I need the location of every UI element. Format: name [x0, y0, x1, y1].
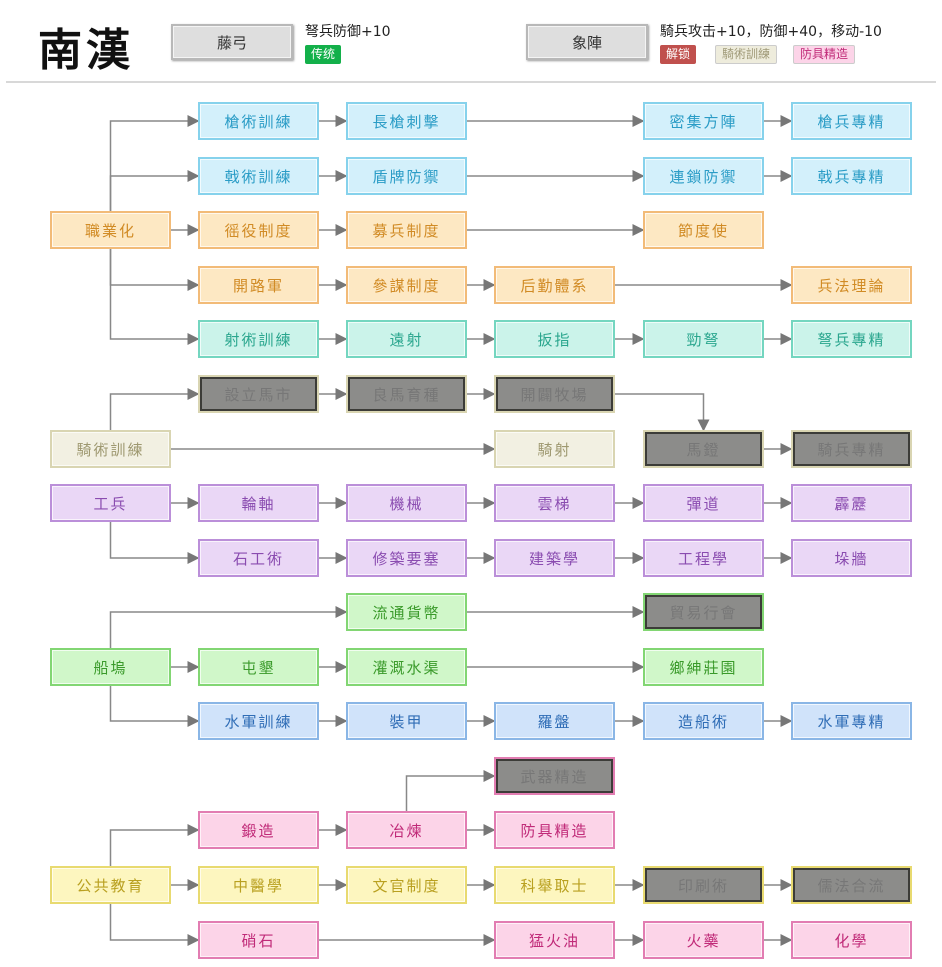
tech-node[interactable]: 騎術訓練: [50, 430, 171, 468]
policy-button-1[interactable]: 藤弓: [171, 24, 293, 60]
tech-node[interactable]: 扳指: [494, 320, 615, 358]
tech-node-locked[interactable]: 騎兵專精: [791, 430, 912, 468]
tech-node[interactable]: 化學: [791, 921, 912, 959]
connector-arrow: [109, 606, 348, 648]
tech-node[interactable]: 徭役制度: [198, 211, 319, 249]
tech-node[interactable]: 水軍訓練: [198, 702, 319, 740]
tech-node[interactable]: 弩兵專精: [791, 320, 912, 358]
unlock-badge: 解锁: [660, 45, 697, 64]
tech-node[interactable]: 射術訓練: [198, 320, 319, 358]
tech-node[interactable]: 船塢: [50, 648, 171, 686]
connector-arrow: [615, 393, 710, 432]
tech-node[interactable]: 流通貨幣: [346, 593, 467, 631]
tech-node[interactable]: 長槍刺擊: [346, 102, 467, 140]
policy-button-2[interactable]: 象陣: [526, 24, 648, 60]
tech-node[interactable]: 戟兵專精: [791, 157, 912, 195]
tech-node[interactable]: 防具精造: [494, 811, 615, 849]
tech-node[interactable]: 硝石: [198, 921, 319, 959]
tech-node[interactable]: 石工術: [198, 539, 319, 577]
tech-node[interactable]: 戟術訓練: [198, 157, 319, 195]
tech-node[interactable]: 機械: [346, 484, 467, 522]
tech-node[interactable]: 灌溉水渠: [346, 648, 467, 686]
tech-node-locked[interactable]: 儒法合流: [791, 866, 912, 904]
tech-node[interactable]: 密集方陣: [643, 102, 764, 140]
tech-node[interactable]: 羅盤: [494, 702, 615, 740]
tech-node[interactable]: 文官制度: [346, 866, 467, 904]
policy-effect-2: 騎兵攻击+10，防御+40，移动-10: [660, 24, 882, 40]
tech-node-locked[interactable]: 良馬育種: [346, 375, 467, 413]
tech-node[interactable]: 裝甲: [346, 702, 467, 740]
requirement-badge-riding[interactable]: 騎術訓練: [715, 45, 778, 64]
tech-node[interactable]: 冶煉: [346, 811, 467, 849]
tech-node[interactable]: 槍兵專精: [791, 102, 912, 140]
requirement-badge-armor[interactable]: 防具精造: [793, 45, 856, 64]
tech-node-locked[interactable]: 貿易行會: [643, 593, 764, 631]
tech-node[interactable]: 參謀制度: [346, 266, 467, 304]
tech-node[interactable]: 開路軍: [198, 266, 319, 304]
connector-arrow: [109, 824, 200, 866]
tech-node[interactable]: 工程學: [643, 539, 764, 577]
tech-node[interactable]: 科舉取士: [494, 866, 615, 904]
tech-node[interactable]: 屯墾: [198, 648, 319, 686]
tech-node[interactable]: 公共教育: [50, 866, 171, 904]
tech-node[interactable]: 槍術訓練: [198, 102, 319, 140]
connector-arrow: [109, 686, 200, 727]
header-divider: [6, 81, 936, 83]
tech-node-locked[interactable]: 武器精造: [494, 757, 615, 795]
tech-node[interactable]: 盾牌防禦: [346, 157, 467, 195]
tech-node-locked[interactable]: 印刷術: [643, 866, 764, 904]
tech-node[interactable]: 彈道: [643, 484, 764, 522]
tech-node-locked[interactable]: 設立馬市: [198, 375, 319, 413]
connector-arrow: [109, 388, 200, 430]
tech-node[interactable]: 工兵: [50, 484, 171, 522]
policy-effect-1: 弩兵防御+10: [305, 24, 391, 40]
tech-node[interactable]: 鄉紳莊園: [643, 648, 764, 686]
tech-node[interactable]: 鍛造: [198, 811, 319, 849]
tech-node-locked[interactable]: 開闢牧場: [494, 375, 615, 413]
tech-node[interactable]: 造船術: [643, 702, 764, 740]
tech-node[interactable]: 中醫學: [198, 866, 319, 904]
tech-node[interactable]: 節度使: [643, 211, 764, 249]
tech-node[interactable]: 勁弩: [643, 320, 764, 358]
tech-node-locked[interactable]: 馬鐙: [643, 430, 764, 468]
connector-arrow: [405, 770, 496, 811]
tech-node[interactable]: 募兵制度: [346, 211, 467, 249]
tech-node[interactable]: 雲梯: [494, 484, 615, 522]
tech-node[interactable]: 猛火油: [494, 921, 615, 959]
tech-node[interactable]: 職業化: [50, 211, 171, 249]
connector-arrow: [109, 115, 200, 211]
tech-node[interactable]: 兵法理論: [791, 266, 912, 304]
tech-node[interactable]: 連鎖防禦: [643, 157, 764, 195]
tech-node[interactable]: 建築學: [494, 539, 615, 577]
tech-node[interactable]: 騎射: [494, 430, 615, 468]
tech-node[interactable]: 垛牆: [791, 539, 912, 577]
tech-node[interactable]: 后勤體系: [494, 266, 615, 304]
tradition-badge: 传统: [305, 45, 342, 64]
tech-node[interactable]: 火藥: [643, 921, 764, 959]
tech-node[interactable]: 遠射: [346, 320, 467, 358]
tech-node[interactable]: 水軍專精: [791, 702, 912, 740]
connector-arrow: [109, 522, 200, 564]
connector-arrow: [109, 249, 200, 291]
connector-arrow: [109, 904, 200, 946]
tech-node[interactable]: 霹靂: [791, 484, 912, 522]
tech-node[interactable]: 輪軸: [198, 484, 319, 522]
connector-arrow: [109, 170, 200, 211]
connector-arrow: [109, 249, 200, 345]
tech-node[interactable]: 修築要塞: [346, 539, 467, 577]
faction-title: 南漢: [38, 25, 134, 76]
